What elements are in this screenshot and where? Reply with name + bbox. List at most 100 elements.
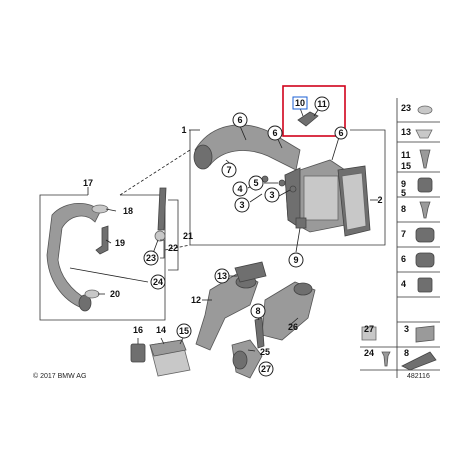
clip-5 bbox=[278, 179, 286, 187]
label-22: 22 bbox=[168, 243, 178, 253]
side-label-5: 5 bbox=[401, 188, 406, 198]
side-label-24: 24 bbox=[364, 348, 374, 358]
label-6b: 6 bbox=[272, 128, 277, 138]
side-label-8: 8 bbox=[401, 204, 406, 214]
leader-3b bbox=[278, 189, 291, 197]
leader-18 bbox=[105, 208, 117, 212]
label-5: 5 bbox=[253, 178, 258, 188]
label-6c: 6 bbox=[338, 128, 343, 138]
part-icon-4 bbox=[417, 277, 433, 293]
frame-22 bbox=[160, 239, 165, 259]
filter-element-face bbox=[341, 172, 367, 231]
dash-line-1 bbox=[119, 149, 191, 196]
side-label-8b: 8 bbox=[404, 348, 409, 358]
label-25: 25 bbox=[260, 347, 270, 357]
assembly-frame-1 bbox=[189, 129, 386, 246]
part-icon-8 bbox=[419, 201, 431, 219]
label-12: 12 bbox=[191, 295, 201, 305]
small-hose-19 bbox=[95, 225, 109, 255]
leader-11 bbox=[313, 109, 319, 117]
dash-line-2 bbox=[164, 244, 191, 251]
part-icon-6 bbox=[415, 252, 435, 268]
label-23: 23 bbox=[146, 253, 156, 263]
side-label-23: 23 bbox=[401, 103, 411, 113]
bracket-16 bbox=[130, 343, 146, 363]
clamp-18 bbox=[91, 204, 109, 214]
callout-5 bbox=[248, 175, 264, 191]
grommet-9 bbox=[295, 217, 307, 229]
callout-13 bbox=[214, 268, 230, 284]
part-icon-13 bbox=[415, 129, 433, 139]
callout-4 bbox=[232, 181, 248, 197]
callout-10-selected[interactable] bbox=[292, 96, 308, 110]
label-16: 16 bbox=[133, 325, 143, 335]
label-21: 21 bbox=[183, 231, 193, 241]
side-label-3: 3 bbox=[404, 324, 409, 334]
part-icon-23 bbox=[417, 105, 433, 115]
leader-3a bbox=[249, 193, 263, 203]
leader-15 bbox=[179, 337, 184, 345]
part-icon-3 bbox=[415, 325, 435, 343]
copyright: © 2017 BMW AG bbox=[33, 372, 86, 380]
label-8: 8 bbox=[255, 306, 260, 316]
callout-6b bbox=[267, 125, 283, 141]
part-icon-24-screw bbox=[381, 351, 391, 367]
label-7: 7 bbox=[226, 165, 231, 175]
frame-21 bbox=[168, 199, 179, 271]
duct-27-opening bbox=[232, 350, 248, 370]
side-label-4: 4 bbox=[401, 279, 406, 289]
label-2: 2 bbox=[377, 195, 382, 205]
callout-23 bbox=[143, 250, 159, 266]
housing-ribs bbox=[303, 175, 339, 221]
sensor-part-10 bbox=[297, 111, 319, 127]
clamp-20 bbox=[84, 289, 100, 299]
part-icon-arrow bbox=[401, 351, 437, 371]
duct-26-opening bbox=[293, 282, 313, 296]
leader-24 bbox=[69, 267, 149, 283]
side-panel bbox=[360, 98, 440, 378]
callouts: 1 2 17 21 22 18 19 20 12 14 16 26 25 6 6… bbox=[83, 96, 411, 377]
label-14: 14 bbox=[156, 325, 166, 335]
label-26: 26 bbox=[288, 322, 298, 332]
label-24: 24 bbox=[153, 277, 163, 287]
label-27: 27 bbox=[261, 364, 271, 374]
label-3b: 3 bbox=[269, 190, 274, 200]
part-icon-27 bbox=[361, 326, 377, 341]
clip-3 bbox=[289, 185, 297, 193]
label-17: 17 bbox=[83, 178, 93, 188]
side-label-6: 6 bbox=[401, 254, 406, 264]
leader-14 bbox=[160, 337, 165, 345]
callout-15 bbox=[176, 323, 192, 339]
label-9: 9 bbox=[293, 255, 298, 265]
callout-24 bbox=[150, 274, 166, 290]
label-13: 13 bbox=[217, 271, 227, 281]
label-20: 20 bbox=[110, 289, 120, 299]
callout-3a bbox=[234, 197, 250, 213]
callout-3b bbox=[264, 187, 280, 203]
callout-27 bbox=[258, 361, 274, 377]
part-icon-11-15 bbox=[419, 149, 431, 169]
label-15: 15 bbox=[179, 326, 189, 336]
leader-26 bbox=[289, 317, 299, 326]
fitting-23 bbox=[154, 230, 166, 242]
side-label-15: 15 bbox=[401, 161, 411, 171]
callout-6c bbox=[334, 126, 348, 140]
callout-11 bbox=[314, 96, 330, 112]
side-label-7: 7 bbox=[401, 229, 406, 239]
side-label-27: 27 bbox=[364, 324, 374, 334]
label-18: 18 bbox=[123, 206, 133, 216]
diagram-id: 482116 bbox=[407, 373, 430, 380]
label-10: 10 bbox=[295, 98, 305, 108]
seal-13 bbox=[234, 261, 267, 283]
bracket-8 bbox=[254, 317, 265, 349]
leader-9 bbox=[295, 227, 301, 253]
label-19: 19 bbox=[115, 238, 125, 248]
label-1: 1 bbox=[181, 125, 186, 135]
label-3a: 3 bbox=[239, 200, 244, 210]
side-label-13: 13 bbox=[401, 127, 411, 137]
hose-22 bbox=[157, 187, 167, 231]
part-icon-7 bbox=[415, 227, 435, 243]
callout-7 bbox=[221, 162, 237, 178]
highlight-box bbox=[282, 85, 346, 137]
